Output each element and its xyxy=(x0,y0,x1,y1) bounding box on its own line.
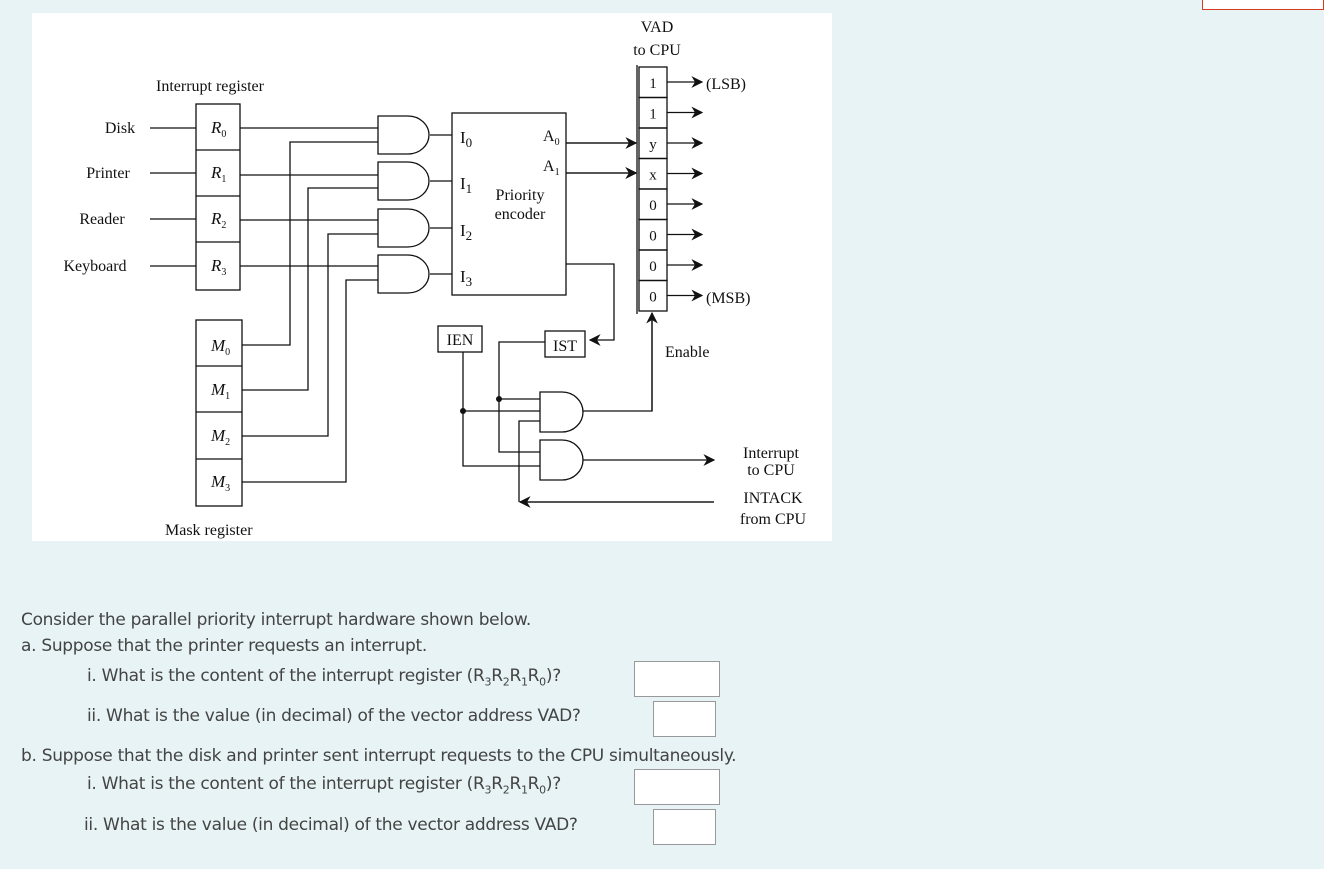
device-label: Printer xyxy=(86,165,130,182)
question-a: a. Suppose that the printer requests an … xyxy=(21,636,427,656)
vad-bit: x xyxy=(649,168,657,184)
question-b-i: i. What is the content of the interrupt … xyxy=(87,774,561,797)
priority-encoder xyxy=(451,112,567,296)
vad-bit: 1 xyxy=(649,107,657,123)
and-gate-interrupt xyxy=(539,439,584,481)
answer-a-i-input[interactable] xyxy=(634,661,720,697)
encoder-input-label: I3 xyxy=(460,267,472,289)
question-b: b. Suppose that the disk and printer sen… xyxy=(21,746,737,766)
and-gate-enable xyxy=(539,391,584,433)
vad-bit: 0 xyxy=(649,290,657,306)
question-a-ii: ii. What is the value (in decimal) of th… xyxy=(87,706,581,726)
lsb-label: (LSB) xyxy=(706,76,746,93)
encoder-label-2: encoder xyxy=(495,206,546,223)
and-gate xyxy=(377,161,430,201)
vad-bit: y xyxy=(649,137,657,153)
device-label: Keyboard xyxy=(63,258,126,275)
ist-label: IST xyxy=(553,338,577,355)
vad-bit: 0 xyxy=(649,198,657,214)
question-intro: Consider the parallel priority interrupt… xyxy=(21,610,532,630)
and-gate xyxy=(377,254,430,294)
m-cell-label: M1 xyxy=(210,380,230,402)
vad-subtitle: to CPU xyxy=(633,42,681,59)
and-gate xyxy=(377,208,430,248)
interrupt-register-label: Interrupt register xyxy=(156,78,265,95)
m-cell-label: M2 xyxy=(210,426,230,448)
interrupt-label-2: to CPU xyxy=(747,462,795,479)
diagram-panel xyxy=(32,13,832,541)
encoder-output-label: A1 xyxy=(543,158,560,178)
intack-label-2: from CPU xyxy=(740,511,807,528)
question-b-ii: ii. What is the value (in decimal) of th… xyxy=(84,815,578,835)
encoder-output-label: A0 xyxy=(543,128,560,148)
m-cell-label: M3 xyxy=(210,472,230,494)
and-gate xyxy=(377,115,430,155)
msb-label: (MSB) xyxy=(706,290,750,307)
answer-b-i-input[interactable] xyxy=(634,769,720,805)
question-a-i: i. What is the content of the interrupt … xyxy=(87,666,561,689)
ien-flipflop xyxy=(437,325,483,353)
answer-a-ii-input[interactable] xyxy=(653,701,716,737)
mask-register-label: Mask register xyxy=(165,522,253,539)
encoder-input-label: I0 xyxy=(460,128,472,150)
encoder-input-label: I1 xyxy=(460,174,472,196)
encoder-input-label: I2 xyxy=(460,221,472,243)
vad-bit: 0 xyxy=(649,259,657,275)
r-cell-label: R3 xyxy=(210,256,226,278)
vad-bit: 1 xyxy=(649,76,657,92)
vad-title: VAD xyxy=(641,19,674,36)
ien-label: IEN xyxy=(447,332,474,349)
m-cell-label: M0 xyxy=(210,336,230,358)
time-left-box xyxy=(1202,0,1324,10)
interrupt-diagram: VAD to CPU Interrupt register Mask regis… xyxy=(63,19,807,539)
device-label: Reader xyxy=(79,211,125,228)
ist-flipflop xyxy=(544,330,586,358)
device-label: Disk xyxy=(105,120,135,137)
r-cell-label: R0 xyxy=(210,118,226,140)
r-cell-label: R1 xyxy=(210,163,226,185)
vad-bit: 0 xyxy=(649,229,657,245)
answer-b-ii-input[interactable] xyxy=(653,809,716,845)
enable-label: Enable xyxy=(665,344,709,361)
encoder-label: Priority xyxy=(496,187,545,204)
r-cell-label: R2 xyxy=(210,209,226,231)
intack-label: INTACK xyxy=(743,490,803,507)
interrupt-label: Interrupt xyxy=(743,445,800,462)
